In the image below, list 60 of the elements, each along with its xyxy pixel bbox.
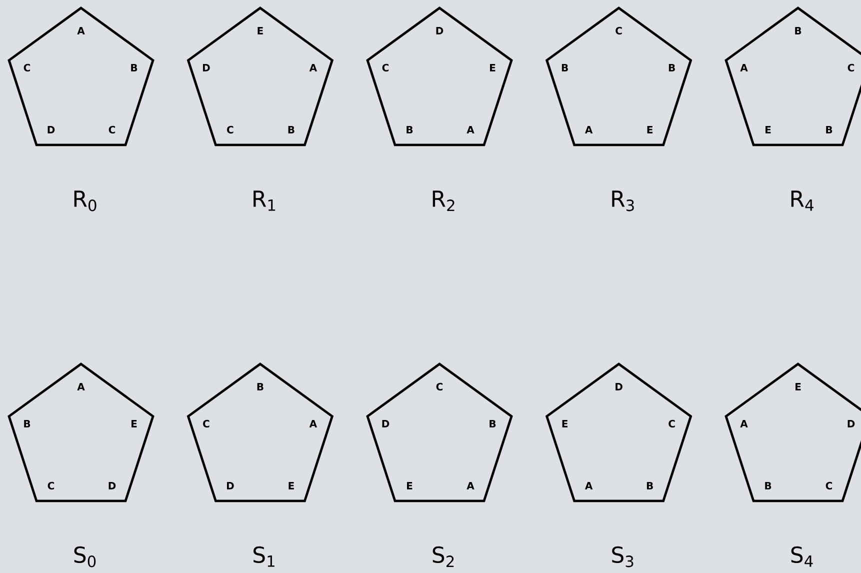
vertex-label: B [288, 126, 294, 134]
vertex-label: B [24, 420, 30, 428]
vertex-label: C [616, 26, 622, 34]
vertex-label: B [490, 420, 496, 428]
vertex-label: D [382, 420, 390, 428]
vertex-label: B [646, 482, 653, 490]
vertex-label: C [826, 482, 832, 490]
vertex-label: E [490, 64, 496, 72]
vertex-label: D [202, 64, 210, 72]
vertex-label: B [795, 27, 802, 34]
vertex-label: A [740, 420, 748, 428]
vertex-label: A [584, 126, 593, 134]
caption-label: R$_{0}$ [74, 190, 96, 212]
caption-label: S$_{0}$ [74, 546, 96, 568]
vertex-label: A [584, 482, 593, 490]
caption-label: S$_{4}$ [791, 546, 813, 567]
vertex-label: E [288, 482, 294, 490]
vertex-label: D [226, 482, 234, 490]
vertex-label: C [227, 126, 234, 134]
vertex-label: C [108, 126, 116, 134]
caption-label: S$_{3}$ [612, 546, 634, 568]
vertex-label: A [77, 27, 85, 34]
vertex-label: D [616, 383, 622, 390]
caption-label: S$_{1}$ [254, 546, 274, 567]
caption-label: R$_{1}$ [254, 190, 276, 211]
vertex-label: A [309, 420, 318, 428]
vertex-label: C [203, 420, 210, 428]
vertex-label: E [562, 420, 568, 428]
vertex-label: C [668, 420, 675, 428]
vertex-label: B [765, 482, 772, 490]
vertex-label: B [131, 64, 138, 72]
caption-label: S$_{2}$ [432, 546, 454, 567]
vertex-label: D [848, 420, 855, 428]
vertex-label: B [406, 126, 413, 134]
caption-label: R$_{4}$ [791, 190, 814, 211]
vertex-label: B [257, 383, 264, 390]
vertex-label: B [668, 64, 675, 72]
vertex-label: A [466, 482, 474, 490]
vertex-label: C [48, 482, 54, 490]
vertex-label: A [309, 64, 318, 72]
vertex-label: E [407, 482, 412, 490]
vertex-label: C [24, 64, 30, 72]
caption-label: R$_{2}$ [432, 190, 454, 211]
vertex-label: D [108, 482, 116, 490]
vertex-label: C [436, 382, 443, 390]
caption-label: R$_{3}$ [612, 190, 634, 212]
vertex-label: A [740, 64, 748, 72]
vertex-label: C [848, 64, 854, 72]
vertex-label: E [766, 126, 771, 134]
vertex-label: D [48, 126, 55, 134]
vertex-label: E [647, 126, 652, 134]
vertex-label: A [77, 383, 85, 390]
vertex-label: E [796, 383, 801, 390]
vertex-label: D [436, 27, 444, 34]
vertex-label: E [258, 27, 263, 34]
vertex-label: A [466, 126, 474, 134]
vertex-label: C [382, 64, 389, 72]
vertex-label: B [826, 126, 832, 134]
vertex-label: E [132, 420, 137, 428]
vertex-label: B [562, 64, 568, 72]
